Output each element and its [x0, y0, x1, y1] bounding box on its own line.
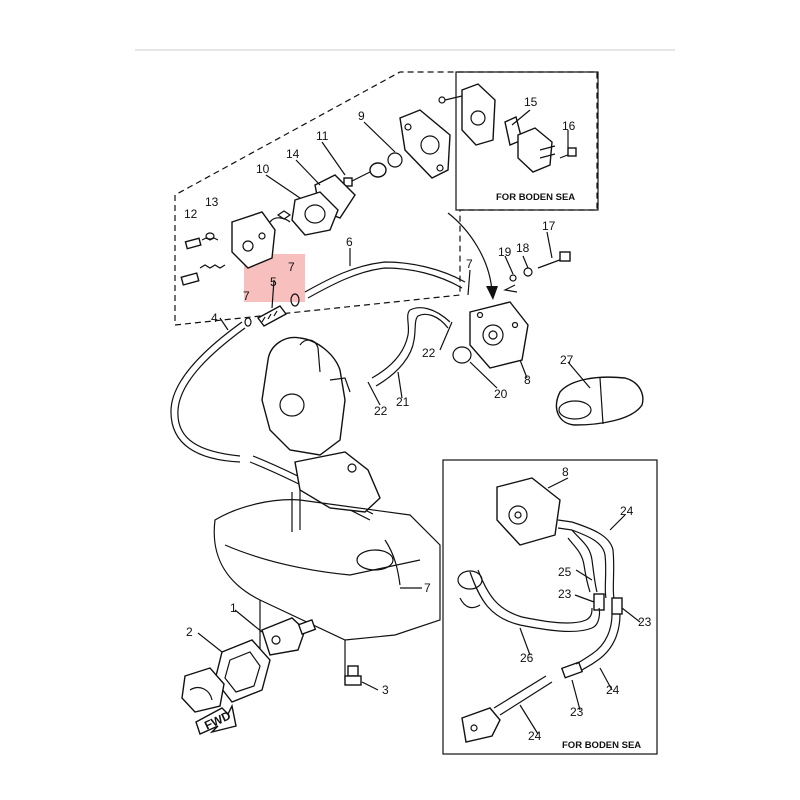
inset-hose-24-lower — [499, 681, 553, 716]
callout-18: 18 — [516, 241, 530, 255]
pointer-arrow — [447, 212, 493, 293]
hose-21 — [371, 307, 451, 379]
part-16-fitting-block — [517, 127, 577, 173]
inset-hose-26 — [469, 571, 601, 633]
callout-22-lower: 22 — [374, 404, 388, 418]
callout-26: 26 — [520, 651, 534, 665]
callout-21: 21 — [396, 395, 410, 409]
callout-15: 15 — [524, 95, 538, 109]
lower-cowling — [213, 499, 441, 680]
callout-20: 20 — [494, 387, 508, 401]
part-10-pump-cover — [269, 191, 339, 236]
inset-top-pump-plate — [438, 83, 496, 146]
inset-top-box — [455, 71, 599, 211]
part-5-fuel-fitting — [244, 293, 300, 327]
callout-23-right: 23 — [638, 615, 652, 629]
callout-24-inset-top: 24 — [620, 504, 634, 518]
callout-7-left: 7 — [243, 289, 250, 303]
fuel-connector-housing — [181, 667, 225, 713]
carb-bracket — [291, 451, 381, 532]
callout-7-upper-right: 7 — [466, 257, 473, 271]
callout-2: 2 — [186, 625, 193, 639]
part-11-screw — [343, 162, 387, 187]
inset-caption-top: FOR BODEN SEA — [496, 192, 575, 203]
inset-pump-8 — [496, 477, 573, 546]
inset-fittings-23 — [560, 593, 623, 679]
callout-8-inset: 8 — [562, 465, 569, 479]
callout-1: 1 — [230, 601, 237, 615]
callout-23-bottom: 23 — [570, 705, 584, 719]
callout-4: 4 — [211, 311, 218, 325]
part-2-gasket — [214, 639, 271, 703]
callout-13: 13 — [205, 195, 219, 209]
part-17-19-hardware — [503, 251, 571, 293]
callout-25: 25 — [558, 565, 572, 579]
leader-lines — [197, 109, 641, 735]
callout-5: 5 — [270, 275, 277, 289]
callout-9: 9 — [358, 109, 365, 123]
fwd-arrow: FWD — [195, 703, 237, 735]
callout-7-highlight: 7 — [288, 260, 295, 274]
callout-22-upper: 22 — [422, 346, 436, 360]
callout-3: 3 — [382, 683, 389, 697]
hose-6 — [304, 261, 466, 293]
inset-tank-fitting — [457, 570, 483, 609]
callout-14: 14 — [286, 147, 300, 161]
callout-6: 6 — [346, 235, 353, 249]
callout-19: 19 — [498, 245, 512, 259]
callout-11: 11 — [316, 129, 329, 143]
part-3-bolt — [344, 665, 362, 686]
inset-lower-connector — [461, 707, 501, 743]
hose-4 — [177, 327, 246, 457]
inset-hose-24-right — [581, 613, 621, 671]
part-27-hose-cover — [555, 376, 644, 426]
pump-body-upper — [231, 211, 276, 269]
callout-7-lower: 7 — [424, 581, 431, 595]
callout-8-upper: 8 — [524, 373, 531, 387]
callout-10: 10 — [256, 162, 270, 176]
callout-24-inset-right: 24 — [606, 683, 620, 697]
part-8-fuel-pump-upper — [452, 301, 529, 369]
carburetor — [261, 336, 351, 456]
inset-bottom-box — [442, 459, 658, 755]
callout-16: 16 — [562, 119, 576, 133]
part-12-13-hardware — [180, 232, 226, 286]
inset-caption-bottom: FOR BODEN SEA — [562, 740, 641, 751]
callout-27: 27 — [560, 353, 574, 367]
callout-12: 12 — [184, 207, 198, 221]
part-9-carb-cover — [387, 109, 451, 179]
callout-24-inset-bottom: 24 — [528, 729, 542, 743]
callout-23-left: 23 — [558, 587, 572, 601]
pointer-arrow-head — [486, 286, 498, 300]
inset-hose-25 — [571, 529, 598, 593]
callout-17: 17 — [542, 219, 556, 233]
inset-hose-24-upper — [571, 521, 615, 599]
part-1-fuel-connector — [261, 617, 317, 656]
